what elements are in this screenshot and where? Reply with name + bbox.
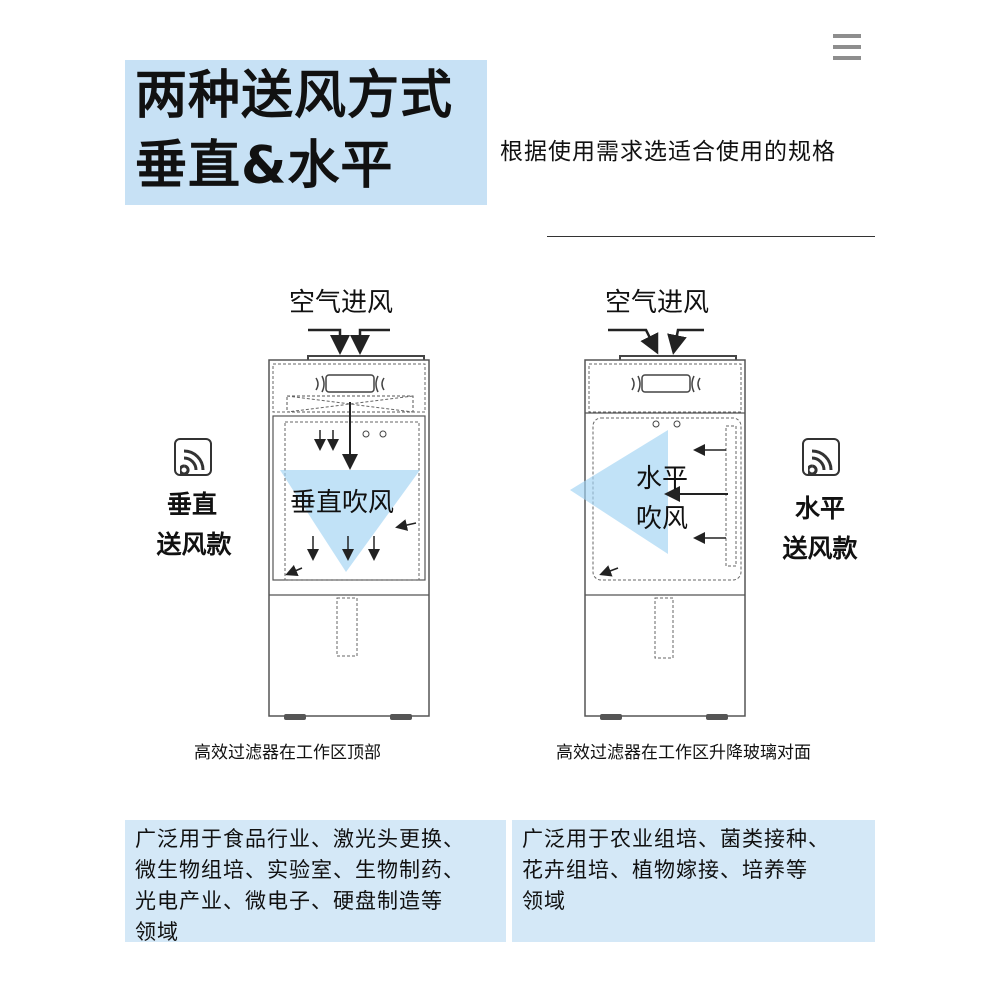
vertical-caption: 高效过滤器在工作区顶部 bbox=[194, 743, 381, 763]
horizontal-usage-line: 领域 bbox=[522, 889, 566, 913]
horizontal-usage-box: 广泛用于农业组培、菌类接种、 花卉组培、植物嫁接、培养等 领域 bbox=[512, 820, 875, 942]
wind-signal-icon bbox=[802, 438, 840, 476]
horizontal-caption: 高效过滤器在工作区升降玻璃对面 bbox=[556, 743, 811, 763]
horizontal-usage-line: 花卉组培、植物嫁接、培养等 bbox=[522, 858, 808, 882]
vertical-side-label-line1: 垂直 bbox=[166, 490, 217, 519]
vertical-usage-box: 广泛用于食品行业、激光头更换、 微生物组培、实验室、生物制药、 光电产业、微电子… bbox=[125, 820, 506, 944]
horizontal-cabinet-diagram: 水平 吹风 bbox=[556, 318, 956, 722]
title-line-2: 垂直&水平 bbox=[135, 136, 394, 196]
horizontal-blow-label-line1: 水平 bbox=[636, 464, 689, 494]
vertical-blow-label: 垂直吹风 bbox=[290, 488, 395, 518]
horizontal-usage-line: 广泛用于农业组培、菌类接种、 bbox=[522, 827, 830, 851]
vertical-usage-line: 领域 bbox=[135, 920, 179, 944]
horizontal-cabinet-drawing bbox=[570, 328, 746, 720]
subtitle: 根据使用需求选适合使用的规格 bbox=[500, 139, 836, 165]
vertical-intake-label: 空气进风 bbox=[289, 288, 394, 318]
vertical-usage-line: 广泛用于食品行业、激光头更换、 bbox=[135, 827, 465, 851]
title-banner: 两种送风方式 垂直&水平 bbox=[125, 60, 487, 205]
vertical-usage-line: 微生物组培、实验室、生物制药、 bbox=[135, 858, 465, 882]
vertical-side-label-line2: 送风款 bbox=[156, 530, 232, 559]
menu-icon[interactable] bbox=[833, 34, 861, 64]
vertical-usage-line: 光电产业、微电子、硬盘制造等 bbox=[135, 889, 443, 913]
horizontal-side-label-line2: 送风款 bbox=[782, 534, 858, 563]
wind-signal-icon bbox=[174, 438, 212, 476]
divider bbox=[547, 236, 875, 237]
vertical-cabinet-diagram: 垂直吹风 bbox=[240, 318, 640, 722]
title-line-1: 两种送风方式 bbox=[135, 66, 454, 126]
horizontal-blow-label-line2: 吹风 bbox=[636, 504, 689, 534]
vertical-cabinet-drawing bbox=[268, 328, 430, 720]
horizontal-side-label-line1: 水平 bbox=[794, 494, 845, 523]
horizontal-intake-label: 空气进风 bbox=[605, 288, 710, 318]
